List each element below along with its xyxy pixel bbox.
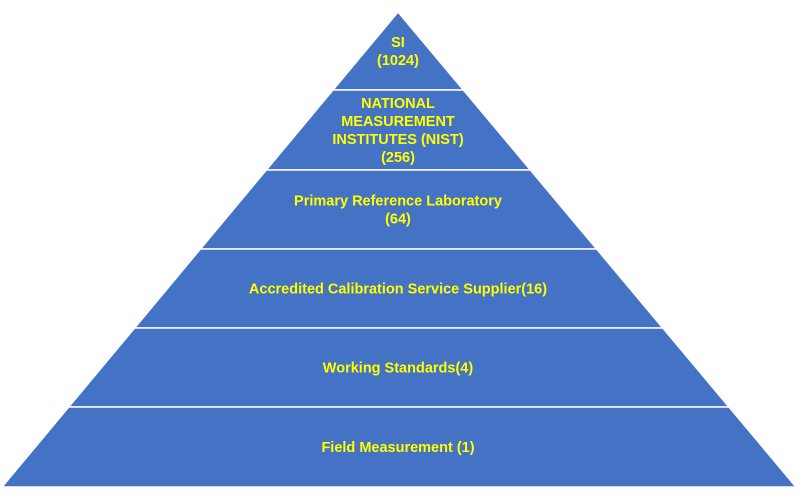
tier-national-measurement-institutes-label: NATIONAL MEASUREMENT INSTITUTES (NIST) (256… (332, 96, 463, 166)
tier-primary-reference-laboratory-label-line: Primary Reference Laboratory (294, 194, 502, 210)
tier-si-label: SI (1024) (377, 35, 419, 69)
tier-working-standards-label: Working Standards(4) (323, 361, 474, 377)
tier-si (331, 10, 466, 91)
tier-national-measurement-institutes-label-line: NATIONAL (361, 96, 435, 112)
tier-primary-reference-laboratory (198, 169, 599, 250)
tier-si-label-line: (1024) (377, 53, 419, 69)
tier-accredited-calibration-service-supplier-label-line: Accredited Calibration Service Supplier(… (249, 282, 547, 298)
tier-si-label-line: SI (391, 35, 405, 51)
tier-field-measurement (0, 406, 798, 488)
tier-national-measurement-institutes-label-line: MEASUREMENT (341, 114, 455, 130)
tier-accredited-calibration-service-supplier-label: Accredited Calibration Service Supplier(… (249, 282, 547, 298)
tier-field-measurement-label: Field Measurement (1) (321, 440, 474, 456)
tier-primary-reference-laboratory-label: Primary Reference Laboratory (64) (294, 194, 502, 228)
tier-primary-reference-laboratory-label-line: (64) (385, 212, 411, 228)
tier-national-measurement-institutes-label-line: INSTITUTES (NIST) (332, 132, 463, 148)
tier-working-standards-label-line: Working Standards(4) (323, 361, 474, 377)
tier-national-measurement-institutes-label-line: (256) (381, 150, 415, 166)
tier-field-measurement-label-line: Field Measurement (1) (321, 440, 474, 456)
